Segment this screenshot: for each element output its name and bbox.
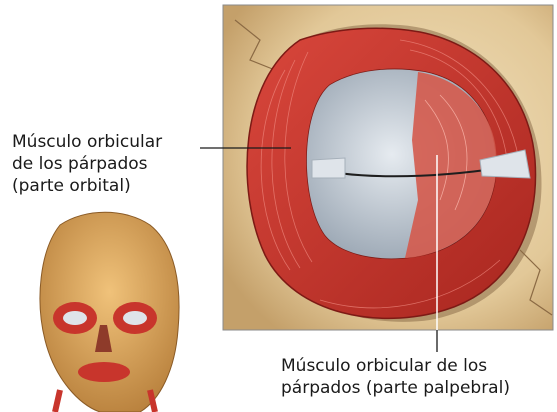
face-overview-illustration [40,212,179,412]
label-orbital-part: Músculo orbicular de los párpados (parte… [12,131,162,197]
label-orbital-line1: Músculo orbicular [12,131,162,153]
label-orbital-line3: (parte orbital) [12,175,162,197]
right-eye [123,311,147,325]
medial-ligament [312,158,345,178]
label-palpebral-line1: Músculo orbicular de los [281,355,510,377]
mouth-muscle [78,362,130,382]
left-eye [63,311,87,325]
label-orbital-line2: de los párpados [12,153,162,175]
eye-detail-panel [223,5,553,330]
label-palpebral-part: Músculo orbicular de los párpados (parte… [281,355,510,399]
label-palpebral-line2: párpados (parte palpebral) [281,377,510,399]
